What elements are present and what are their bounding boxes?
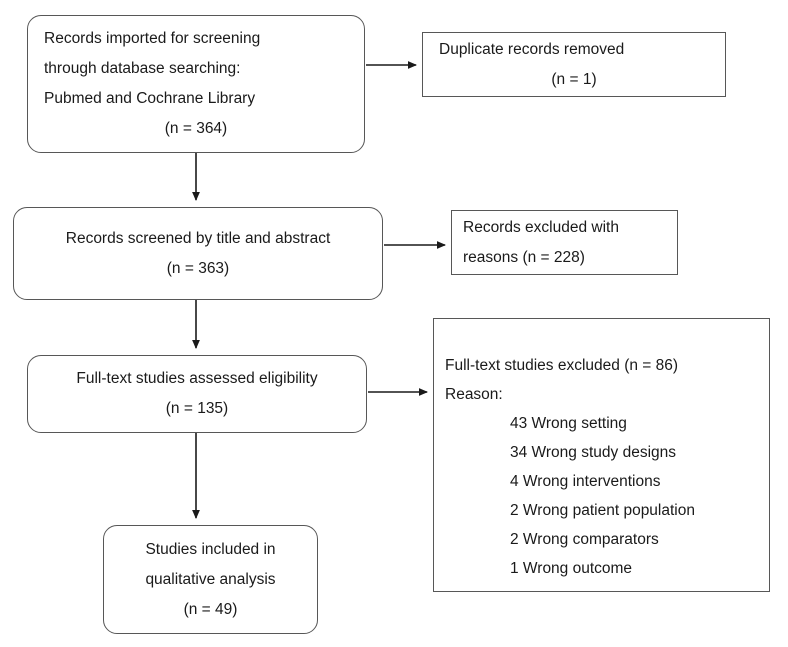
- full-text-excluded-heading: Full-text studies excluded (n = 86): [445, 357, 679, 374]
- box-full-text-excluded-reasons: Full-text studies excluded (n = 86) Reas…: [433, 318, 770, 592]
- exclusion-reason-item: 2 Wrong comparators: [510, 531, 659, 548]
- full-text-excluded-subheading: Reason:: [445, 386, 503, 403]
- box-records-imported: Records imported for screening through d…: [27, 15, 365, 153]
- box-full-text-assessed: Full-text studies assessed eligibility (…: [27, 355, 367, 433]
- studies-included-line-1: Studies included in: [145, 540, 276, 558]
- records-imported-line-2: through database searching:: [44, 60, 241, 77]
- box-duplicate-records-removed: Duplicate records removed (n = 1): [422, 32, 726, 97]
- records-imported-line-1: Records imported for screening: [44, 30, 261, 47]
- duplicate-records-count: (n = 1): [551, 70, 597, 88]
- duplicate-records-label: Duplicate records removed: [439, 40, 625, 58]
- full-text-assessed-label: Full-text studies assessed eligibility: [76, 370, 318, 387]
- exclusion-reason-item: 2 Wrong patient population: [510, 502, 695, 519]
- studies-included-line-2: qualitative analysis: [145, 570, 276, 588]
- box-studies-included: Studies included in qualitative analysis…: [103, 525, 318, 634]
- records-excluded-line-2: reasons (n = 228): [463, 248, 585, 266]
- exclusion-reason-item: 4 Wrong interventions: [510, 473, 661, 490]
- records-imported-line-3: Pubmed and Cochrane Library: [44, 90, 256, 107]
- exclusion-reason-item: 1 Wrong outcome: [510, 560, 633, 577]
- records-screened-label: Records screened by title and abstract: [65, 229, 331, 247]
- exclusion-reason-item: 43 Wrong setting: [510, 415, 627, 432]
- records-excluded-line-1: Records excluded with: [463, 218, 619, 236]
- studies-included-count: (n = 49): [183, 600, 238, 618]
- exclusion-reason-item: 34 Wrong study designs: [510, 444, 677, 461]
- box-records-excluded: Records excluded with reasons (n = 228): [451, 210, 678, 275]
- records-imported-count: (n = 364): [164, 120, 228, 137]
- records-screened-count: (n = 363): [166, 259, 230, 277]
- box-records-screened: Records screened by title and abstract (…: [13, 207, 383, 300]
- full-text-assessed-count: (n = 135): [165, 400, 229, 417]
